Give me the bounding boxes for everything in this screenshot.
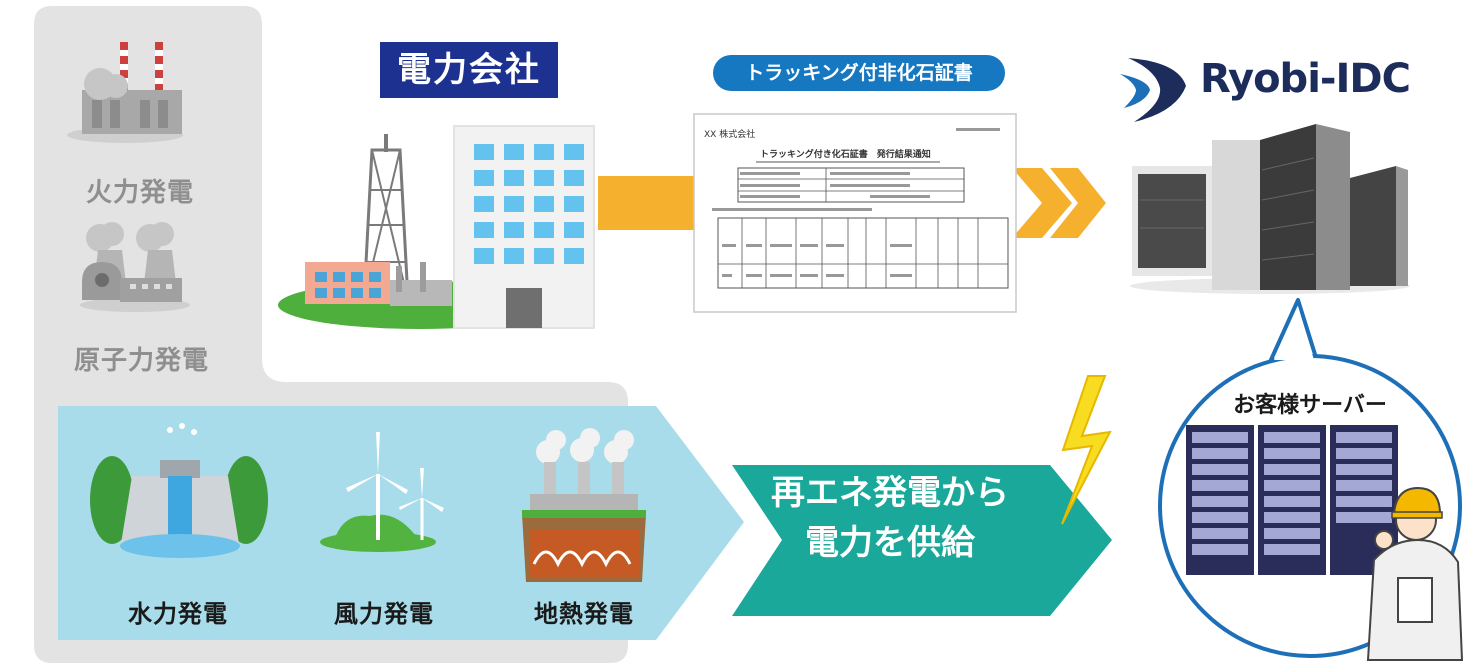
doc-title: トラッキング付き化石証書 発行結果通知: [760, 150, 931, 160]
certificate-pill: トラッキング付非化石証書: [713, 55, 1005, 91]
hydro-label: 水力発電: [128, 600, 228, 628]
supply-line-2: 電力を供給: [805, 523, 975, 563]
supply-arrow: [732, 465, 1112, 616]
lightning-icon: [1061, 375, 1112, 525]
certificate-document-icon: [693, 113, 1017, 313]
ryobi-logo-icon: [1120, 58, 1186, 122]
wind-turbine-icon: [320, 432, 444, 552]
nuclear-plant-icon: [80, 222, 190, 312]
thermal-label: 火力発電: [86, 178, 195, 208]
supply-message: 再エネ発電から 電力を供給: [745, 468, 1035, 568]
hydro-dam-icon: [90, 423, 268, 558]
worker-icon: [1366, 486, 1464, 661]
orange-chevron-1: [1012, 168, 1072, 238]
wind-label: 風力発電: [334, 600, 434, 628]
orange-arrow-bar: [598, 176, 708, 230]
doc-company: XX 株式会社: [704, 130, 756, 140]
brand-name: Ryobi-IDC: [1200, 56, 1411, 102]
supply-line-1: 再エネ発電から: [771, 473, 1009, 513]
power-company-badge: 電力会社: [380, 42, 558, 98]
customer-title: お客様サーバー: [1233, 393, 1387, 418]
server-racks-icon: [1186, 425, 1398, 575]
thermal-plant-icon: [67, 42, 183, 143]
power-company-icon: [278, 125, 595, 329]
geothermal-plant-icon: [522, 428, 646, 582]
geothermal-label: 地熱発電: [534, 600, 634, 628]
datacenter-icon: [1130, 124, 1410, 294]
nuclear-label: 原子力発電: [74, 346, 210, 376]
orange-chevron-2: [1050, 168, 1106, 238]
